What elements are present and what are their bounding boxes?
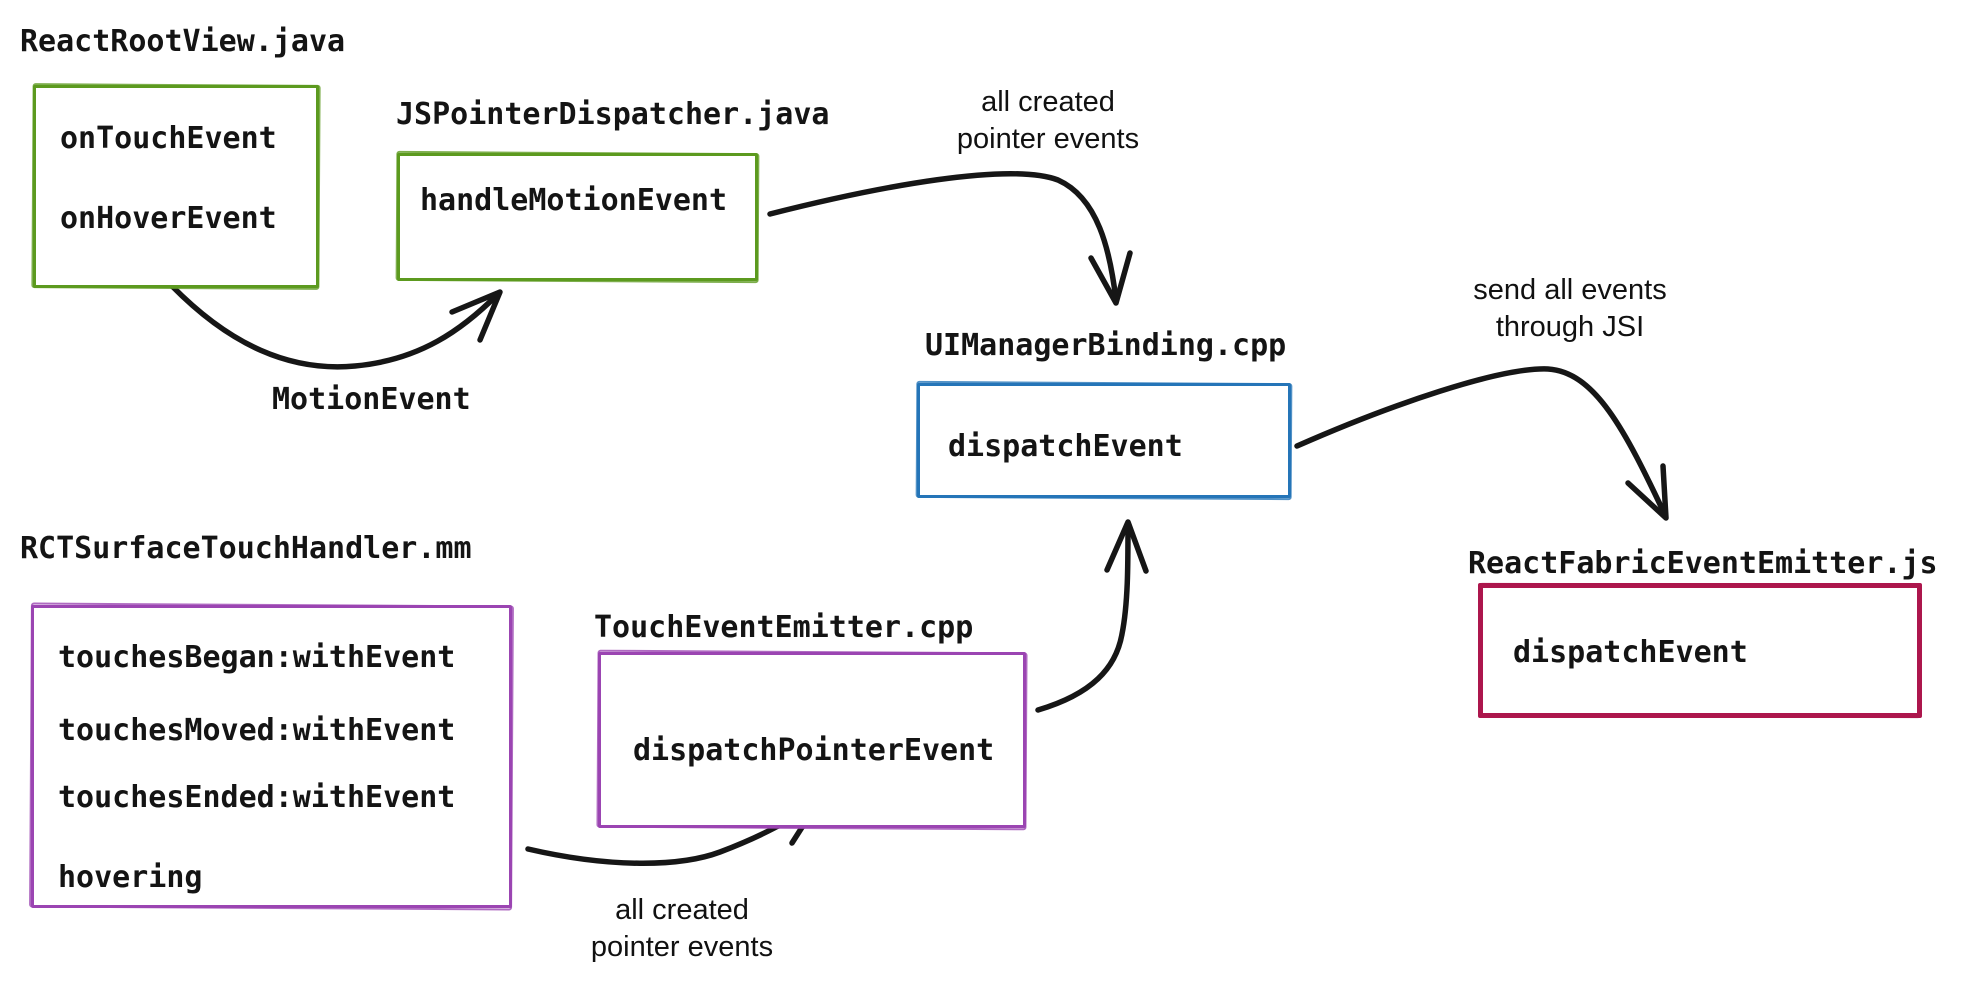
edge-label-line: all created xyxy=(615,894,749,926)
node-title-react-fabric-event-emitter: ReactFabricEventEmitter.js xyxy=(1468,546,1938,581)
edge-label-pointer-events-top: all created pointer events xyxy=(888,84,1208,158)
node-react-fabric-event-emitter: dispatchEvent xyxy=(1478,583,1922,718)
edge-motionevent xyxy=(169,283,503,370)
edge-label-motion-event: MotionEvent xyxy=(272,382,471,417)
method-on-hover-event: onHoverEvent xyxy=(60,201,277,236)
edge-label-line: through JSI xyxy=(1495,311,1645,343)
edge-dispatch-up-arrowhead-icon xyxy=(1104,519,1149,574)
node-js-pointer-dispatcher: handleMotionEvent xyxy=(397,153,758,281)
edge-label-pointer-events-bottom: all created pointer events xyxy=(522,892,842,966)
node-title-touch-event-emitter: TouchEventEmitter.cpp xyxy=(594,610,974,645)
method-touches-ended: touchesEnded:withEvent xyxy=(58,780,456,815)
node-touch-event-emitter: dispatchPointerEvent xyxy=(598,652,1026,828)
edge-label-line: pointer events xyxy=(590,931,774,963)
edge-dispatch-up-line xyxy=(1035,522,1131,713)
edge-pointer-events-top-line xyxy=(767,171,1119,303)
method-handle-motion-event: handleMotionEvent xyxy=(420,183,728,218)
edge-label-line: all created xyxy=(981,86,1115,118)
node-title-ui-manager-binding: UIManagerBinding.cpp xyxy=(925,328,1287,363)
node-title-rct-surface-touch-handler: RCTSurfaceTouchHandler.mm xyxy=(20,531,472,566)
method-touches-began: touchesBegan:withEvent xyxy=(58,640,456,675)
method-dispatch-pointer-event: dispatchPointerEvent xyxy=(633,733,995,768)
node-title-js-pointer-dispatcher: JSPointerDispatcher.java xyxy=(396,97,830,132)
edge-jsi-arrowhead-icon xyxy=(1625,463,1669,521)
method-on-touch-event: onTouchEvent xyxy=(60,121,277,156)
node-ui-manager-binding: dispatchEvent xyxy=(917,383,1291,498)
method-hovering: hovering xyxy=(58,860,203,895)
node-react-root-view: onTouchEvent onHoverEvent xyxy=(33,85,319,288)
edge-jsi-line xyxy=(1294,366,1668,518)
node-title-react-root-view: ReactRootView.java xyxy=(20,24,346,59)
method-touches-moved: touchesMoved:withEvent xyxy=(58,713,456,748)
edge-motionevent-arrowhead-icon xyxy=(449,289,503,343)
edge-pointer-events-top xyxy=(767,171,1133,306)
edge-pointer-events-top-arrowhead-icon xyxy=(1088,250,1133,306)
edge-jsi xyxy=(1294,366,1669,521)
edge-label-line: send all events xyxy=(1473,274,1667,306)
edge-dispatch-up xyxy=(1035,519,1149,713)
edge-label-line: pointer events xyxy=(956,123,1140,155)
edge-motionevent-line xyxy=(169,283,501,370)
node-rct-surface-touch-handler: touchesBegan:withEvent touchesMoved:with… xyxy=(31,605,512,908)
method-dispatch-event-cpp: dispatchEvent xyxy=(948,429,1183,464)
method-dispatch-event-js: dispatchEvent xyxy=(1513,635,1748,670)
edge-label-jsi: send all events through JSI xyxy=(1410,272,1730,346)
